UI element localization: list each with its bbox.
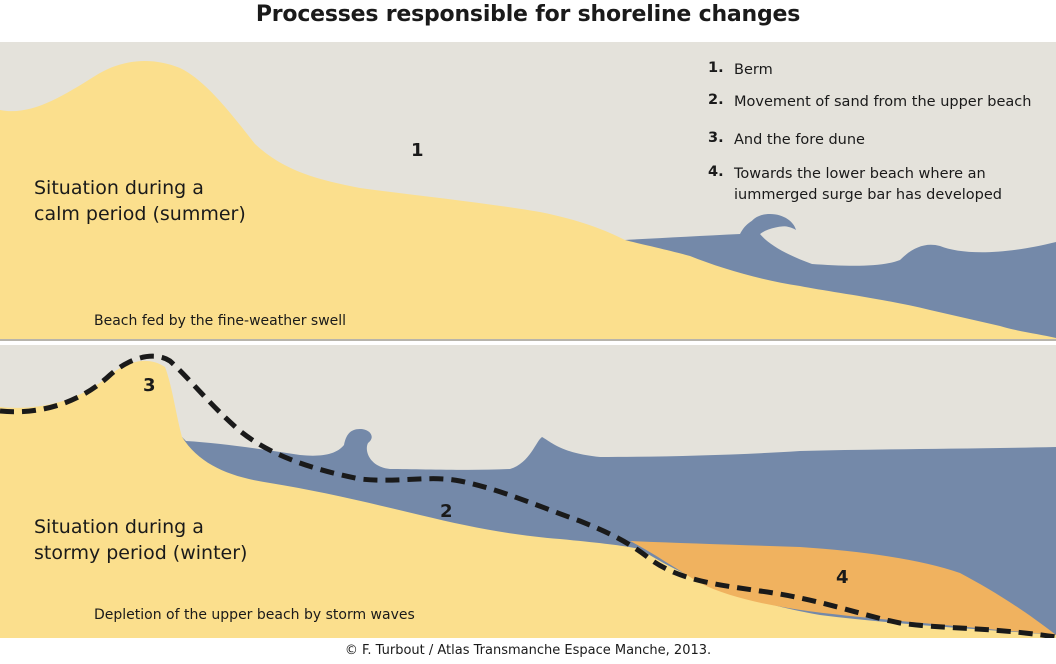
stormy-situation-line1: Situation during a xyxy=(34,516,204,538)
calm-caption: Beach fed by the fine-weather swell xyxy=(94,313,347,329)
legend-item-2: 2. Movement of sand from the upper beach xyxy=(708,92,1048,113)
stormy-period-illustration xyxy=(0,345,1056,638)
calm-period-illustration xyxy=(0,42,1056,341)
legend-item-1: 1. Berm xyxy=(708,60,1048,81)
marker-surge-bar: 4 xyxy=(836,567,849,588)
legend-text-4a: Towards the lower beach where an xyxy=(734,166,986,182)
winter-lower-sand xyxy=(182,437,1056,638)
summer-wave-crest xyxy=(747,214,796,236)
calm-period-panel: Situation during a calm period (summer) … xyxy=(0,42,1056,341)
stormy-situation-line2: stormy period (winter) xyxy=(34,542,248,564)
legend-text-3: And the fore dune xyxy=(734,132,865,148)
legend-num-3: 3. xyxy=(708,130,724,146)
legend-num-2: 2. xyxy=(708,92,724,108)
calm-situation-label: Situation during a calm period (summer) xyxy=(34,175,246,227)
stormy-caption: Depletion of the upper beach by storm wa… xyxy=(94,607,415,623)
credit-line: © F. Turbout / Atlas Transmanche Espace … xyxy=(344,643,712,658)
legend-text-1: Berm xyxy=(734,62,773,78)
legend-item-3: 3. And the fore dune xyxy=(708,130,1048,151)
legend-text-4b: iummerged surge bar has developed xyxy=(734,187,1002,203)
legend-text-2: Movement of sand from the upper beach xyxy=(734,94,1032,110)
legend-num-4: 4. xyxy=(708,164,724,180)
legend-item-4: 4. Towards the lower beach where an iummer… xyxy=(708,164,1048,206)
diagram-title: Processes responsible for shoreline chan… xyxy=(255,2,801,27)
marker-fore-dune: 3 xyxy=(143,375,156,396)
winter-beach-sand xyxy=(0,360,182,638)
summer-sea xyxy=(625,216,1056,338)
stormy-period-panel: Situation during a stormy period (winter… xyxy=(0,345,1056,638)
marker-berm: 1 xyxy=(411,140,424,161)
calm-situation-line1: Situation during a xyxy=(34,177,204,199)
marker-sand-movement: 2 xyxy=(440,501,453,522)
calm-situation-line2: calm period (summer) xyxy=(34,203,246,225)
panel-separator xyxy=(0,339,1056,341)
stormy-situation-label: Situation during a stormy period (winter… xyxy=(34,514,247,566)
submerged-surge-bar xyxy=(630,541,1056,635)
legend-num-1: 1. xyxy=(708,60,724,76)
